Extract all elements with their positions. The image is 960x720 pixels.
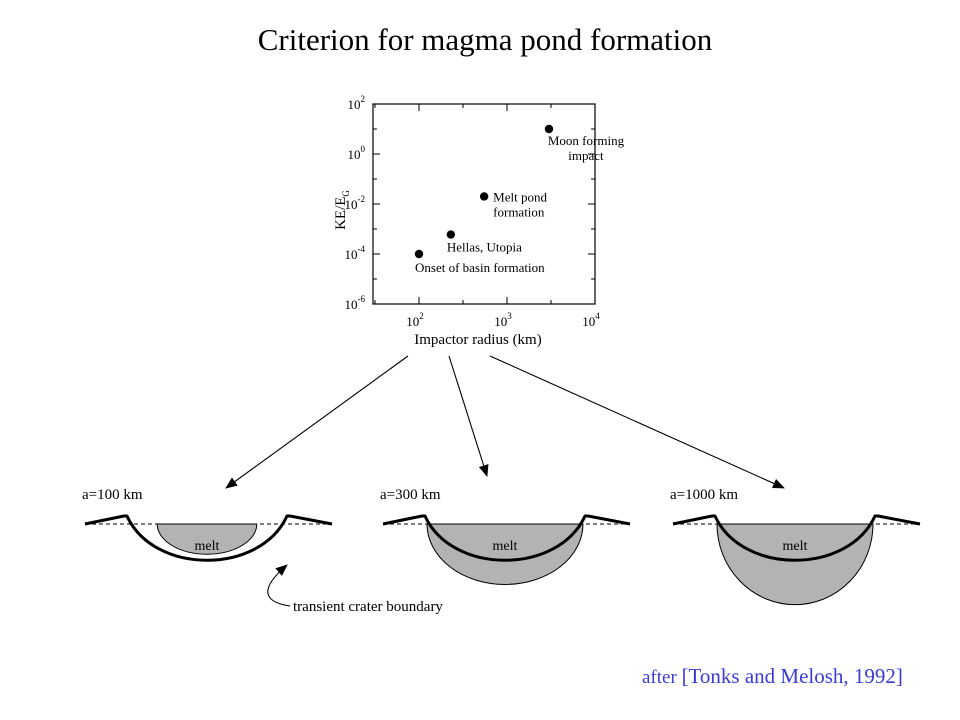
data-point-label: Melt pond [493,189,547,204]
tick-base: 10 [494,314,507,329]
data-point [414,249,424,259]
melt-region [716,523,874,606]
citation-prefix: after [642,667,682,688]
melt-region [156,523,258,555]
melt-region [426,523,584,585]
data-point-label: Hellas, Utopia [447,240,522,255]
tick-base: 10 [348,97,361,112]
arrow-to-diagram-1 [225,355,409,489]
crater-diagram: a=300 km melt [380,487,631,585]
y-tick-label: 10-2 [345,194,366,212]
data-points: Onset of basin formation Hellas, Utopia Me… [414,124,625,275]
tick-base: 10 [348,147,361,162]
annotation-label: transient crater boundary [293,599,443,615]
crater-boundary [382,514,631,562]
x-tick-label: 104 [582,311,600,329]
tick-exponent: -2 [358,194,366,204]
tick-base: 10 [582,314,595,329]
y-axis-label: KE/EG [333,190,351,230]
tick-exponent: -6 [358,294,366,304]
annotation-arrow [267,564,291,607]
citation-text: [Tonks and Melosh, 1992] [681,664,903,688]
data-point-label: impact [568,148,604,163]
melt-label: melt [783,539,808,554]
y-tick-label: 102 [348,94,366,112]
data-point-label: Onset of basin formation [415,260,545,275]
tick-exponent: 0 [361,144,366,154]
crater-diagram: a=1000 km melt [670,487,921,606]
y-tick-label: 100 [348,144,366,162]
diagram-label: a=1000 km [670,487,738,503]
diagram-label: a=300 km [380,487,441,503]
arrow-to-diagram-3 [489,355,785,489]
crater-diagrams: a=100 km melt a=300 km melt a=1000 km melt [82,487,921,606]
data-point [479,192,489,201]
y-axis-label-main: KE/E [333,197,349,230]
data-point [446,230,456,239]
crater-boundary [84,514,333,562]
data-point-label: Moon forming [548,133,625,148]
tick-exponent: 4 [595,311,600,321]
arrow-to-diagram-2 [448,355,489,477]
data-point [544,124,554,134]
tick-exponent: 3 [507,311,512,321]
tick-exponent: 2 [419,311,424,321]
citation: after [Tonks and Melosh, 1992] [642,664,903,689]
tick-base: 10 [345,297,358,312]
y-tick-label: 10-6 [345,294,366,312]
x-tick-label: 102 [406,311,424,329]
tick-base: 10 [345,197,358,212]
y-tick-label: 10-4 [345,244,366,262]
transient-crater-annotation: transient crater boundary [267,564,443,615]
diagram-label: a=100 km [82,487,143,503]
tick-exponent: -4 [358,244,366,254]
melt-label: melt [493,539,518,554]
axis-ticks [373,103,596,305]
data-point-label: formation [493,204,545,219]
slide-title: Criterion for magma pond formation [257,22,713,57]
melt-label: melt [195,539,220,554]
x-axis-label: Impactor radius (km) [414,332,541,348]
tick-base: 10 [406,314,419,329]
tick-base: 10 [345,247,358,262]
tick-exponent: 2 [361,94,366,104]
x-tick-label: 103 [494,311,512,329]
y-axis-label-subscript: G [341,190,351,197]
arrows [225,355,785,489]
crater-diagram: a=100 km melt [82,487,333,562]
crater-boundary [672,514,921,562]
